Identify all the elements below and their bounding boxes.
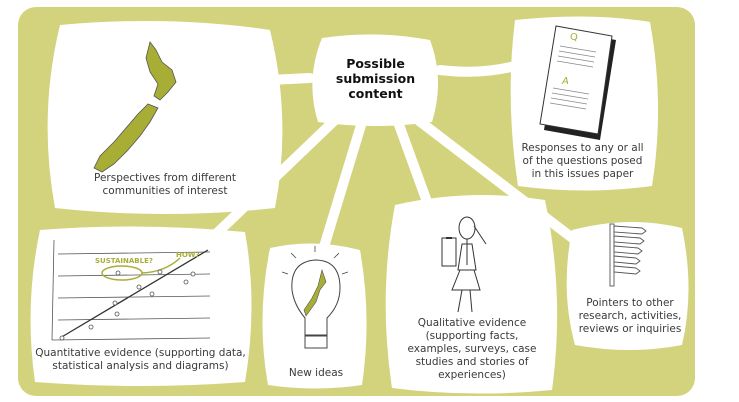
- responses-label: Responses to any or all of the questions…: [510, 142, 655, 181]
- qa-document-icon: Q A: [539, 25, 616, 140]
- center-title: Possible submission content: [318, 56, 433, 101]
- qualitative-label: Qualitative evidence (supporting facts, …: [392, 317, 552, 382]
- center-title-line: submission: [335, 71, 416, 86]
- label-line: of the questions posed: [522, 155, 643, 167]
- person-clipboard-icon: [441, 216, 487, 313]
- new-ideas-label: New ideas: [262, 367, 370, 380]
- label-line: research, activities,: [578, 310, 682, 322]
- document-q: Q: [570, 32, 578, 43]
- label-line: Responses to any or all: [521, 142, 644, 154]
- perspectives-label: Perspectives from different communities …: [55, 172, 275, 198]
- label-line: Qualitative evidence: [417, 317, 527, 329]
- signpost-icon: [609, 223, 647, 287]
- label-line: reviews or inquiries: [578, 323, 682, 335]
- label-line: experiences): [438, 369, 506, 381]
- label-line: Quantitative evidence (supporting data,: [35, 347, 246, 359]
- new-zealand-map-icon: [93, 41, 177, 173]
- quantitative-label: Quantitative evidence (supporting data, …: [28, 347, 253, 373]
- label-line: examples, surveys, case: [407, 343, 537, 355]
- lightbulb-icon: [281, 246, 349, 349]
- connector-responses: [435, 61, 520, 77]
- bubble-qualitative: [385, 195, 558, 394]
- center-title-line: Possible: [346, 56, 405, 71]
- label-line: New ideas: [288, 367, 344, 379]
- label-line: Perspectives from different: [94, 172, 236, 184]
- connector-qualitative: [393, 117, 435, 215]
- label-line: Pointers to other: [586, 297, 674, 309]
- label-line: communities of interest: [102, 185, 228, 197]
- line-chart-icon: [51, 239, 211, 341]
- bubble-pointers: [566, 221, 689, 350]
- label-line: (supporting facts,: [425, 330, 519, 342]
- label-line: in this issues paper: [531, 168, 634, 180]
- pointers-label: Pointers to other research, activities, …: [570, 297, 690, 336]
- chart-how-label: HOW?: [176, 251, 200, 259]
- label-line: statistical analysis and diagrams): [52, 360, 229, 372]
- bubble-quantitative: [30, 226, 252, 386]
- center-title-line: content: [348, 86, 403, 101]
- document-a: A: [561, 76, 569, 87]
- connector-new-ideas: [315, 117, 367, 265]
- bubble-center: [312, 34, 439, 126]
- label-line: studies and stories of: [415, 356, 529, 368]
- chart-sustainable-label: SUSTAINABLE?: [95, 257, 153, 265]
